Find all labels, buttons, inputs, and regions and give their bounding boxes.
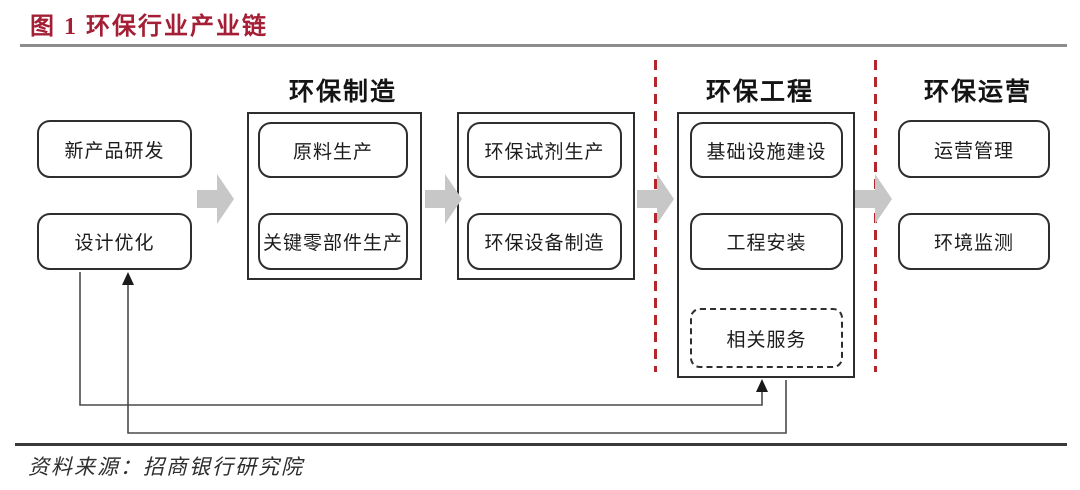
node-design-optimization: 设计优化 [37, 213, 192, 270]
node-new-product-rd: 新产品研发 [37, 120, 192, 178]
title-divider-line [20, 44, 1067, 47]
phase-divider-line-1 [654, 60, 657, 372]
node-infrastructure-construction: 基础设施建设 [690, 122, 843, 178]
node-engineering-installation: 工程安装 [690, 213, 843, 270]
feedback-line-design-to-services [79, 272, 763, 406]
footer-divider-line [15, 443, 1067, 446]
node-key-components-production: 关键零部件生产 [258, 213, 408, 270]
node-raw-material-production: 原料生产 [258, 122, 408, 178]
feedback-arrowhead-up-services [756, 379, 768, 392]
stage-header-operation: 环保运营 [923, 78, 1032, 106]
stage-header-engineering: 环保工程 [705, 78, 814, 106]
figure-title: 图 1 环保行业产业链 [30, 14, 268, 40]
flow-arrow-icon-1 [197, 174, 234, 224]
node-environment-monitoring: 环境监测 [898, 213, 1050, 270]
node-reagent-production: 环保试剂生产 [467, 122, 622, 178]
feedback-arrowhead-up-design [122, 272, 134, 285]
source-note: 资料来源：招商银行研究院 [28, 455, 304, 479]
node-related-services: 相关服务 [690, 308, 843, 368]
phase-divider-line-2 [874, 60, 877, 372]
node-operation-management: 运营管理 [898, 120, 1050, 178]
stage-header-manufacturing: 环保制造 [288, 78, 397, 106]
node-equipment-manufacturing: 环保设备制造 [467, 213, 622, 270]
